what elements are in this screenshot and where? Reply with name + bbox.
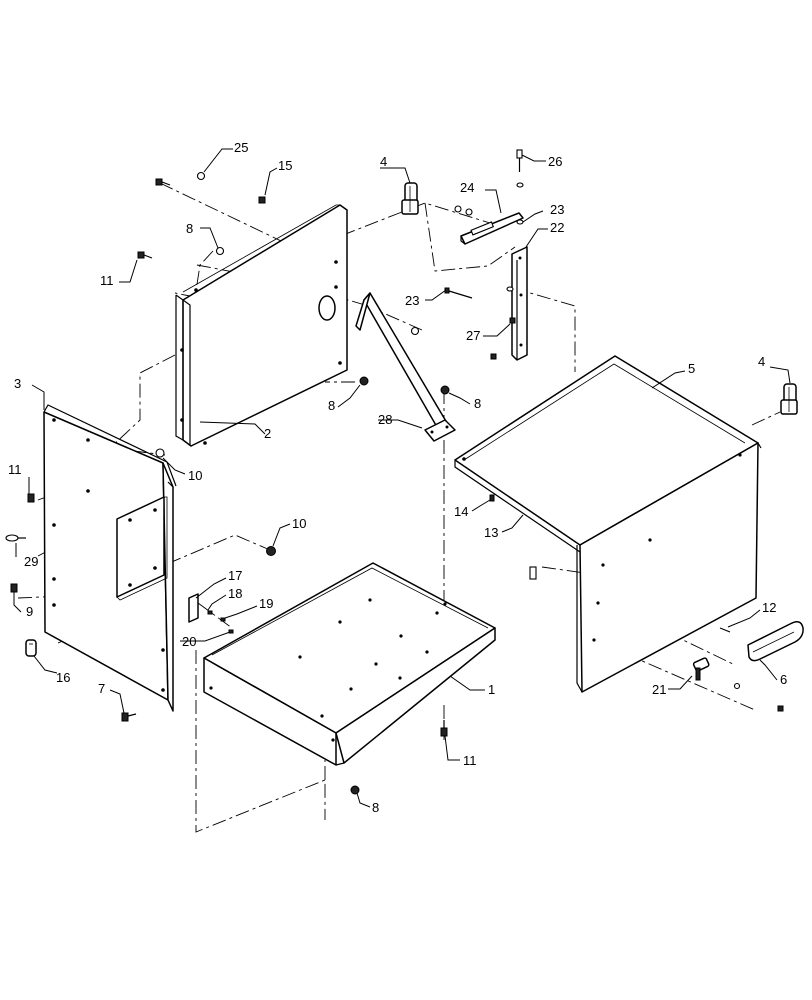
bolt-11-upper	[137, 251, 153, 259]
bolt-27	[509, 317, 516, 324]
bolt-7	[121, 712, 137, 722]
callout-5: 5	[688, 361, 695, 376]
callout-22: 22	[550, 220, 564, 235]
callout-12: 12	[762, 600, 776, 615]
tray-part-1	[203, 562, 496, 766]
screw-12	[719, 627, 731, 633]
callout-19: 19	[259, 596, 273, 611]
callout-6: 6	[780, 672, 787, 687]
callout-21: 21	[652, 682, 666, 697]
callout-26: 26	[548, 154, 562, 169]
callout-27: 27	[466, 328, 480, 343]
leader-lines	[13, 148, 791, 808]
bolt-11-left	[27, 493, 35, 503]
callout-10-upper: 10	[188, 468, 202, 483]
nut-25	[196, 171, 206, 181]
callout-15: 15	[278, 158, 292, 173]
callout-25: 25	[234, 140, 248, 155]
callout-10-lower: 10	[292, 516, 306, 531]
nut-22-mid	[506, 286, 514, 292]
callout-18: 18	[228, 586, 242, 601]
callout-17: 17	[228, 568, 242, 583]
callout-11-bottom: 11	[463, 753, 477, 768]
nut-8-brace	[440, 385, 450, 395]
nut-10-upper	[155, 448, 165, 458]
callout-14: 14	[454, 504, 468, 519]
bolt-23-lower	[444, 287, 473, 299]
callout-1: 1	[488, 682, 495, 697]
callout-11-left: 11	[8, 462, 22, 477]
callout-8-upper: 8	[186, 221, 193, 236]
bolt-26	[516, 149, 523, 172]
clip-part-16	[25, 639, 37, 657]
panel-part-2	[175, 204, 348, 447]
latch-part-21	[692, 657, 710, 681]
callout-29: 29	[24, 554, 38, 569]
clip-right	[529, 566, 537, 580]
brace-part-28	[355, 292, 456, 442]
hardware	[5, 149, 784, 795]
cover-part-5	[454, 355, 762, 693]
callout-3: 3	[14, 376, 21, 391]
washers-18-19-20	[207, 610, 234, 634]
callout-16: 16	[56, 670, 70, 685]
bracket-part-22	[511, 246, 528, 361]
screw-22-bottom	[490, 353, 497, 360]
nut-8-bottom	[350, 785, 360, 795]
bolt-15	[258, 196, 266, 204]
panel-part-3	[43, 404, 177, 712]
washer-26a	[516, 182, 524, 188]
callout-11-upper: 11	[100, 273, 114, 288]
handle-part-6	[747, 621, 804, 662]
bolt-11-bottom	[440, 720, 448, 737]
bracket-part-24	[460, 212, 524, 245]
callout-9: 9	[26, 604, 33, 619]
nut-near-brace	[410, 326, 420, 336]
callout-labels: 1 2 3 4 4 5 6 7 8 8 8 8 9 10 10 11 11 11…	[8, 140, 787, 815]
callout-23-top: 23	[550, 202, 564, 217]
callout-8-brace: 8	[474, 396, 481, 411]
washer-right	[733, 682, 741, 690]
hinge-part-4-right	[780, 383, 798, 415]
callout-28: 28	[378, 412, 392, 427]
bolt-14	[489, 494, 495, 502]
nuts-24-left	[454, 205, 473, 216]
pin-29	[5, 534, 26, 542]
callout-24: 24	[460, 180, 474, 195]
bolt-top-left	[155, 178, 171, 186]
nut-8-upper	[215, 246, 225, 256]
bolt-9	[10, 583, 18, 593]
callout-20: 20	[182, 634, 196, 649]
callout-4-right: 4	[758, 354, 765, 369]
callout-4-top: 4	[380, 154, 387, 169]
hinge-part-4-top	[401, 182, 419, 215]
nut-8-mid	[359, 376, 369, 386]
callout-8-mid: 8	[328, 398, 335, 413]
callout-8-bottom: 8	[372, 800, 379, 815]
callout-7: 7	[98, 681, 105, 696]
screw-right-bottom	[777, 705, 784, 712]
clip-part-17	[188, 593, 199, 623]
callout-23-lower: 23	[405, 293, 419, 308]
callout-13: 13	[484, 525, 498, 540]
callout-2: 2	[264, 426, 271, 441]
washer-23a	[516, 219, 524, 225]
nut-10-lower	[266, 546, 276, 556]
